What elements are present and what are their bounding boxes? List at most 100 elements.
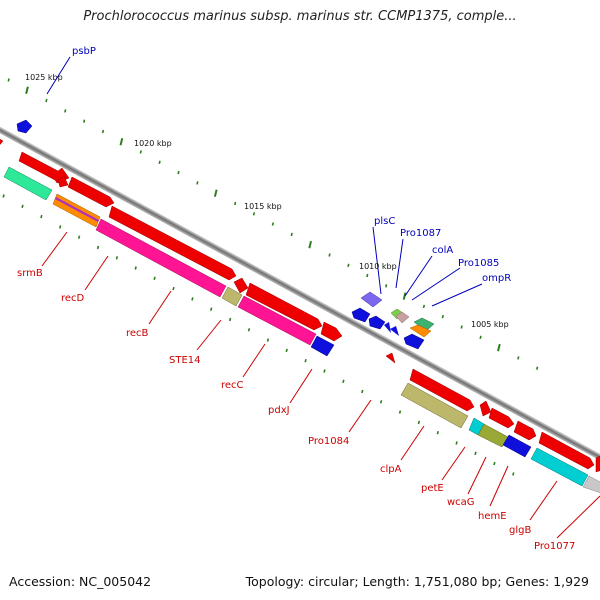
gene-label-clpA[interactable]: clpA <box>380 464 402 475</box>
lower-ruler-tick <box>59 225 62 229</box>
gene-arrow-15[interactable] <box>595 455 600 473</box>
ruler-minor-tick <box>158 160 161 164</box>
bar-gray[interactable] <box>582 475 600 494</box>
bar-pink-long[interactable] <box>95 218 227 298</box>
ruler-minor-tick <box>177 170 180 175</box>
bar-pink-2[interactable] <box>237 295 317 346</box>
lower-ruler-tick <box>21 204 24 209</box>
lower-ruler-tick <box>228 317 232 322</box>
gene-label-psbP[interactable]: psbP <box>72 46 96 57</box>
gene-label-srmB[interactable]: srmB <box>17 268 43 279</box>
lower-ruler-tick <box>512 472 515 476</box>
gene-label-petE[interactable]: petE <box>421 483 444 494</box>
ruler-major-tick <box>308 240 312 249</box>
gene-arrow-14[interactable] <box>538 431 595 470</box>
gene-arrow-10[interactable] <box>409 368 475 412</box>
gene-label-pdxJ[interactable]: pdxJ <box>268 405 290 416</box>
gene-label-glgB[interactable]: glgB <box>509 525 531 536</box>
ruler-major-tick <box>402 292 407 300</box>
gene-arrow-3[interactable] <box>57 175 69 188</box>
gene-arrow-8[interactable] <box>320 321 343 342</box>
gene-arrow-4[interactable] <box>67 176 115 208</box>
accession-text: Accession: NC_005042 <box>9 574 152 589</box>
red-gene-arrows <box>0 138 600 473</box>
ruler-major-tick <box>119 138 124 146</box>
ruler-minor-tick <box>271 222 275 226</box>
lower-ruler-tick <box>323 369 326 373</box>
bottom-leader-lines <box>41 231 600 539</box>
gene-arrow-6[interactable] <box>233 277 249 294</box>
lower-ruler-tick <box>455 441 458 445</box>
gene-label-recC[interactable]: recC <box>221 380 244 391</box>
gene-plsC-feature[interactable] <box>360 291 383 308</box>
gene-arrow-5[interactable] <box>108 205 237 281</box>
gene-label-Pro1077[interactable]: Pro1077 <box>534 541 575 552</box>
gene-label-Pro1085[interactable]: Pro1085 <box>458 258 499 269</box>
lower-ruler-tick <box>361 389 364 394</box>
top-strand-features <box>16 119 435 350</box>
gene-psbP[interactable] <box>16 119 33 134</box>
gene-arrow-13[interactable] <box>513 420 537 441</box>
lower-ruler-tick <box>210 307 213 311</box>
bar-blue-2[interactable] <box>502 434 532 458</box>
gene-feature-a[interactable] <box>351 307 371 323</box>
ruler-major-tick <box>497 343 501 352</box>
ruler-minor-tick <box>536 366 539 370</box>
lower-ruler-tick <box>153 276 156 281</box>
ruler-minor-tick <box>385 284 388 288</box>
gene-label-STE14[interactable]: STE14 <box>169 355 201 366</box>
gene-label-plsC[interactable]: plsC <box>374 216 395 227</box>
gene-label-recB[interactable]: recB <box>126 328 149 339</box>
bar-blue[interactable] <box>310 335 335 357</box>
gene-label-hemE[interactable]: hemE <box>478 511 507 522</box>
lower-ruler-tick <box>134 266 137 270</box>
lower-ruler-tick <box>342 379 345 384</box>
gene-feature-b[interactable] <box>368 315 386 330</box>
ruler-minor-tick <box>422 304 426 309</box>
bar-olive[interactable] <box>477 423 509 448</box>
ruler-minor-tick <box>101 129 105 134</box>
ruler-minor-tick <box>234 201 237 206</box>
gene-label-ompR[interactable]: ompR <box>482 273 511 284</box>
gene-colA-feature[interactable] <box>395 311 410 324</box>
gene-ompR-feature[interactable] <box>409 324 432 338</box>
ruler-minor-tick <box>7 78 10 82</box>
ruler-minor-tick <box>45 98 48 103</box>
gene-arrow-11[interactable] <box>479 400 492 417</box>
annotation-bars <box>3 166 600 494</box>
ruler-minor-tick <box>347 263 350 268</box>
gene-label-wcaG[interactable]: wcaG <box>447 497 475 508</box>
lower-ruler-tick <box>77 235 81 239</box>
gene-feature-e[interactable] <box>403 333 425 350</box>
ruler-minor-tick <box>64 109 67 113</box>
ruler-minor-tick <box>366 273 369 278</box>
bar-khaki-long[interactable] <box>400 382 469 429</box>
gene-feature-d[interactable] <box>390 326 399 336</box>
gene-label-recD[interactable]: recD <box>61 293 85 304</box>
ruler-minor-tick <box>441 314 444 319</box>
bar-green[interactable] <box>3 166 53 201</box>
lower-ruler-tick <box>247 328 251 332</box>
lower-ruler-tick <box>285 348 288 353</box>
gene-label-colA[interactable]: colA <box>432 245 453 256</box>
topology-summary: Topology: circular; Length: 1,751,080 bp… <box>245 574 589 589</box>
bar-khaki-small[interactable] <box>221 286 243 307</box>
lower-ruler-tick <box>40 214 43 219</box>
lower-ruler-tick <box>115 256 119 260</box>
gene-label-Pro1084[interactable]: Pro1084 <box>308 436 349 447</box>
gene-arrow-1[interactable] <box>0 138 4 147</box>
bar-cyan-2[interactable] <box>530 447 589 487</box>
ruler-label-1025: 1025 kbp <box>25 73 63 82</box>
ruler-minor-tick <box>139 150 142 154</box>
ruler-minor-tick <box>290 232 293 237</box>
ruler-minor-tick <box>328 253 331 257</box>
gene-feature-c[interactable] <box>384 322 391 333</box>
gene-label-Pro1087[interactable]: Pro1087 <box>400 228 441 239</box>
lower-ruler-tick <box>417 420 421 425</box>
gene-arrow-12[interactable] <box>488 407 515 429</box>
gene-arrow-9[interactable] <box>385 352 396 364</box>
gene-arrow-7[interactable] <box>245 282 323 331</box>
lower-ruler-tick <box>436 430 439 435</box>
lower-ruler-tick <box>2 194 5 198</box>
